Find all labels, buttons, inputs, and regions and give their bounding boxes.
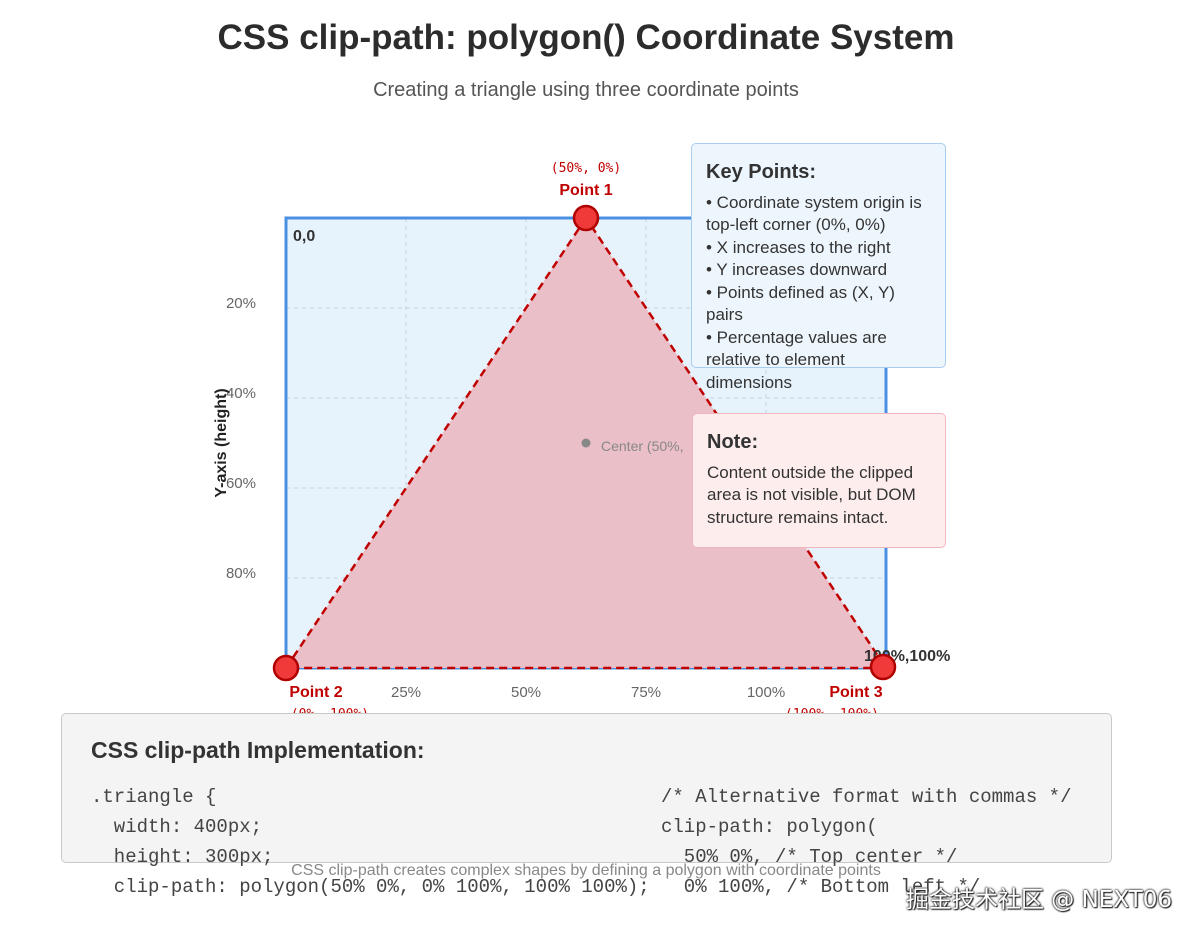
- point-2-label: Point 2: [289, 684, 342, 701]
- point-1-coord: (50%, 0%): [551, 161, 621, 176]
- y-tick-label: 80%: [226, 565, 256, 582]
- code-block-left: .triangle { width: 400px; height: 300px;…: [91, 786, 650, 898]
- note-box: Note: Content outside the clipped area i…: [692, 413, 946, 548]
- point-2-marker: [272, 654, 300, 682]
- key-point-item: • Y increases downward: [706, 260, 888, 279]
- y-axis-title: Y-axis (height): [213, 388, 230, 497]
- key-points-title: Key Points:: [706, 161, 817, 183]
- note-title: Note:: [707, 431, 759, 453]
- key-point-item: • Percentage values are relative to elem…: [706, 327, 887, 392]
- origin-label: 0,0: [293, 228, 315, 245]
- code-block-right: /* Alternative format with commas */ cli…: [661, 786, 1072, 898]
- coordinate-diagram: 0,0 100%,100% 25% 50% 75% 100% 20% 40% 6…: [213, 161, 950, 720]
- footer-note: CSS clip-path creates complex shapes by …: [291, 862, 881, 879]
- key-point-item: • Coordinate system origin is top-left c…: [706, 192, 922, 235]
- point-3-label: Point 3: [829, 684, 882, 701]
- key-point-item: • Points defined as (X, Y) pairs: [706, 282, 895, 325]
- y-tick-label: 60%: [226, 475, 256, 492]
- code-panel: [61, 713, 1112, 863]
- x-tick-label: 100%: [747, 684, 785, 701]
- point-1-marker: [572, 204, 600, 232]
- point-1-label: Point 1: [559, 182, 612, 199]
- x-tick-label: 25%: [391, 684, 421, 701]
- center-label: Center (50%,: [601, 438, 683, 454]
- x-tick-label: 75%: [631, 684, 661, 701]
- center-dot: [581, 438, 591, 448]
- code-panel-title: CSS clip-path Implementation:: [91, 737, 425, 763]
- note-text: Content outside the clipped area is not …: [707, 462, 916, 527]
- point-3-marker: [869, 653, 897, 681]
- y-tick-label: 40%: [226, 385, 256, 402]
- page-subtitle: Creating a triangle using three coordina…: [373, 79, 799, 101]
- key-point-item: • X increases to the right: [706, 237, 891, 257]
- y-tick-label: 20%: [226, 295, 256, 312]
- key-points-box: Key Points: • Coordinate system origin i…: [691, 143, 946, 392]
- page-title: CSS clip-path: polygon() Coordinate Syst…: [217, 18, 955, 57]
- watermark: 掘金技术社区 @ NEXT06: [905, 887, 1172, 913]
- x-tick-label: 50%: [511, 684, 541, 701]
